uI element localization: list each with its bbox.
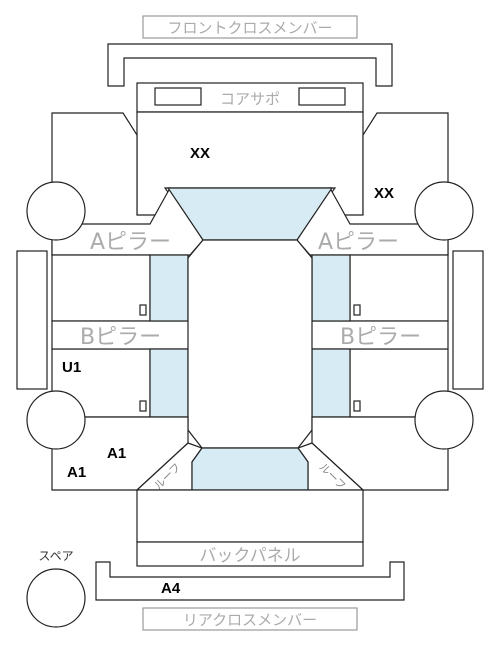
left-side-sill[interactable] [16, 250, 48, 390]
front-cross-member-bracket[interactable] [107, 43, 393, 87]
right-b-pillar-label: Bピラー [340, 325, 421, 350]
rear-cross-member-label: リアクロスメンバー [183, 611, 317, 629]
left-rear-door-handle [139, 400, 147, 412]
core-support-label: コアサポ [220, 90, 280, 108]
right-front-door-handle [353, 304, 361, 316]
rear-cross-member-bracket[interactable] [95, 561, 405, 601]
rear-member-damage-code: A4 [161, 580, 181, 597]
left-rear-quarter-inner-damage-code: A1 [107, 445, 126, 462]
left-front-door-handle [139, 304, 147, 316]
right-headlight-slot [298, 87, 346, 106]
rear-cross-member-tag[interactable] [142, 607, 358, 631]
right-side-sill[interactable] [452, 250, 484, 390]
left-front-tire[interactable] [26, 181, 86, 241]
left-rear-window[interactable] [149, 348, 189, 418]
left-a-pillar-label: Aピラー [90, 230, 171, 255]
spare-tire-label: スペア [38, 549, 73, 563]
left-front-door[interactable] [51, 254, 151, 322]
back-panel-label: バックパネル [199, 546, 300, 566]
left-rear-door[interactable] [51, 348, 151, 418]
right-b-pillar[interactable] [309, 320, 449, 350]
right-front-tire[interactable] [414, 181, 474, 241]
right-front-window[interactable] [311, 254, 351, 322]
roof-panel[interactable] [187, 239, 313, 449]
front-cross-member-tag[interactable] [142, 15, 358, 39]
right-front-fender-damage-code: XX [374, 185, 394, 202]
left-front-window[interactable] [149, 254, 189, 322]
right-rear-door-handle [353, 400, 361, 412]
front-cross-member-label: フロントクロスメンバー [167, 19, 332, 37]
right-rear-window[interactable] [311, 348, 351, 418]
left-headlight-slot [154, 87, 202, 106]
left-rear-tire[interactable] [26, 390, 86, 450]
hood-damage-code: XX [190, 145, 210, 162]
left-rear-quarter-damage-code: A1 [67, 464, 86, 481]
left-rear-door-damage-code: U1 [62, 359, 81, 376]
left-b-pillar-label: Bピラー [80, 325, 161, 350]
trunk-lid[interactable] [136, 489, 364, 543]
right-a-pillar-label: Aピラー [318, 230, 399, 255]
spare-tire[interactable] [26, 568, 86, 628]
back-panel[interactable] [136, 541, 364, 567]
right-rear-tire[interactable] [414, 390, 474, 450]
rear-window[interactable] [191, 447, 309, 491]
right-front-door[interactable] [349, 254, 449, 322]
